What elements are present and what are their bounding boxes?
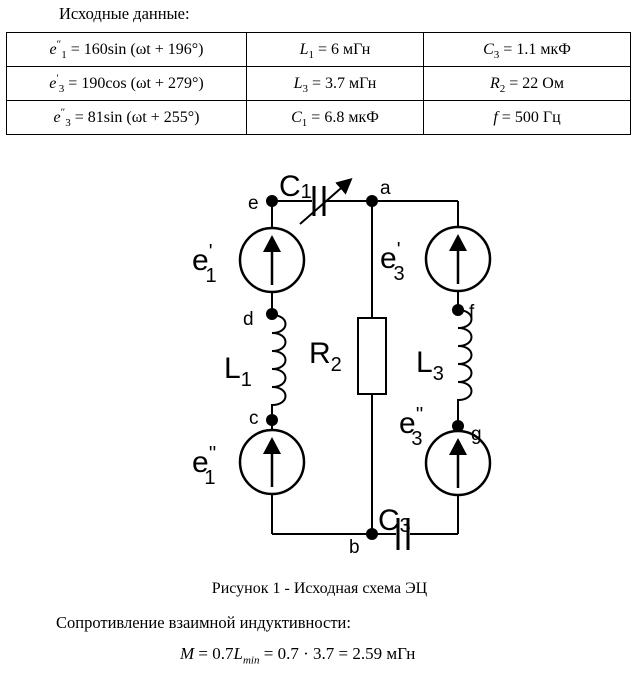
parameter-index: 3 xyxy=(302,82,309,95)
parameter-cell: f = 500 Гц xyxy=(423,100,631,135)
formula-sub: min xyxy=(242,654,260,667)
capacitor-c3 xyxy=(396,518,410,550)
parameter-value: = 160sin (ωt + 196°) xyxy=(66,40,204,58)
parameter-index: 3 xyxy=(65,116,71,129)
parameter-symbol: L xyxy=(299,40,309,58)
mutual-inductance-formula: M = 0.7Lmin = 0.7 · 3.7 = 2.59 мГн xyxy=(180,644,416,667)
label-e1-prime: e'1 xyxy=(192,241,217,287)
label-r2: R2 xyxy=(309,337,342,376)
parameter-symbol: C xyxy=(291,108,302,126)
parameter-prime: ″ xyxy=(56,38,62,51)
parameter-value: = 500 Гц xyxy=(497,108,561,126)
label-l3: L3 xyxy=(416,346,444,385)
node-label-a: a xyxy=(380,178,391,199)
inductor-l1 xyxy=(271,314,287,420)
parameter-symbol: C xyxy=(483,40,494,58)
section-heading: Исходные данные: xyxy=(59,4,190,23)
figure-caption: Рисунок 1 - Исходная схема ЭЦ xyxy=(211,580,428,597)
parameter-index: 1 xyxy=(308,48,315,61)
variable-arrow-icon xyxy=(299,178,353,225)
node-g-dot xyxy=(452,420,464,432)
parameter-cell: e″1 = 160sin (ωt + 196°) xyxy=(6,32,247,67)
parameter-value: = 81sin (ωt + 255°) xyxy=(70,108,200,126)
node-d-dot xyxy=(266,308,278,320)
parameter-symbol: e xyxy=(49,74,57,92)
resistor-r2 xyxy=(357,317,387,395)
parameter-cell: L1 = 6 мГн xyxy=(246,32,424,67)
source-e3-prime xyxy=(424,225,492,293)
source-e1-prime xyxy=(238,226,306,294)
node-b-dot xyxy=(366,528,378,540)
parameter-cell: e″3 = 81sin (ωt + 255°) xyxy=(6,100,247,135)
parameter-value: = 3.7 мГн xyxy=(308,74,377,92)
label-e3-prime: e'3 xyxy=(380,239,405,285)
parameter-value: = 1.1 мкФ xyxy=(499,40,571,58)
parameter-index: 3 xyxy=(493,48,500,61)
parameter-index: 1 xyxy=(301,116,308,129)
label-c1: C1 xyxy=(279,170,312,203)
inductor-l3 xyxy=(457,309,473,414)
node-label-c: c xyxy=(249,408,259,429)
parameter-cell: L3 = 3.7 мГн xyxy=(246,66,424,101)
label-e1-double-prime: e''1 xyxy=(192,443,216,489)
node-label-g: g xyxy=(471,424,482,445)
node-a-dot xyxy=(366,195,378,207)
formula-rest: = 0.7 · 3.7 = 2.59 мГн xyxy=(259,644,416,663)
node-f-dot xyxy=(452,304,464,316)
node-e-dot xyxy=(266,195,278,207)
circuit-diagram: e a d c b f g C1 C3 e'1 e''1 e'3 e''3 L1… xyxy=(192,170,492,558)
label-c3: C3 xyxy=(378,504,411,537)
parameter-index: 2 xyxy=(499,82,506,95)
parameter-index: 1 xyxy=(61,48,67,61)
source-e1-double-prime xyxy=(238,428,306,496)
node-label-f: f xyxy=(469,302,475,323)
node-label-b: b xyxy=(349,537,360,558)
parameter-symbol: e xyxy=(49,40,57,58)
label-e3-double-prime: e''3 xyxy=(399,404,423,450)
parameter-index: 3 xyxy=(58,82,65,95)
parameter-cell: C3 = 1.1 мкФ xyxy=(423,32,631,67)
parameter-prime: ″ xyxy=(60,106,66,119)
parameter-value: = 190cos (ωt + 279°) xyxy=(64,74,204,92)
node-c-dot xyxy=(266,414,278,426)
parameter-prime: ′ xyxy=(56,72,59,85)
mutual-inductance-paragraph: Сопротивление взаимной индуктивности: xyxy=(56,613,351,632)
parameter-symbol: e xyxy=(53,108,61,126)
parameter-value: = 6.8 мкФ xyxy=(307,108,379,126)
formula-lhs: M xyxy=(180,644,195,663)
parameter-cell: C1 = 6.8 мкФ xyxy=(246,100,424,135)
parameter-cell: e′3 = 190cos (ωt + 279°) xyxy=(6,66,247,101)
parameter-value: = 6 мГн xyxy=(314,40,371,58)
formula-l: L xyxy=(233,644,243,663)
node-label-d: d xyxy=(243,309,254,330)
parameter-cell: R2 = 22 Ом xyxy=(423,66,631,101)
formula-mid: = 0.7 xyxy=(194,644,234,663)
label-l1: L1 xyxy=(224,352,252,391)
parameter-symbol: f xyxy=(493,108,498,126)
parameter-symbol: R xyxy=(490,74,500,92)
parameter-symbol: L xyxy=(293,74,303,92)
node-label-e: e xyxy=(248,193,259,214)
parameter-value: = 22 Ом xyxy=(505,74,564,92)
